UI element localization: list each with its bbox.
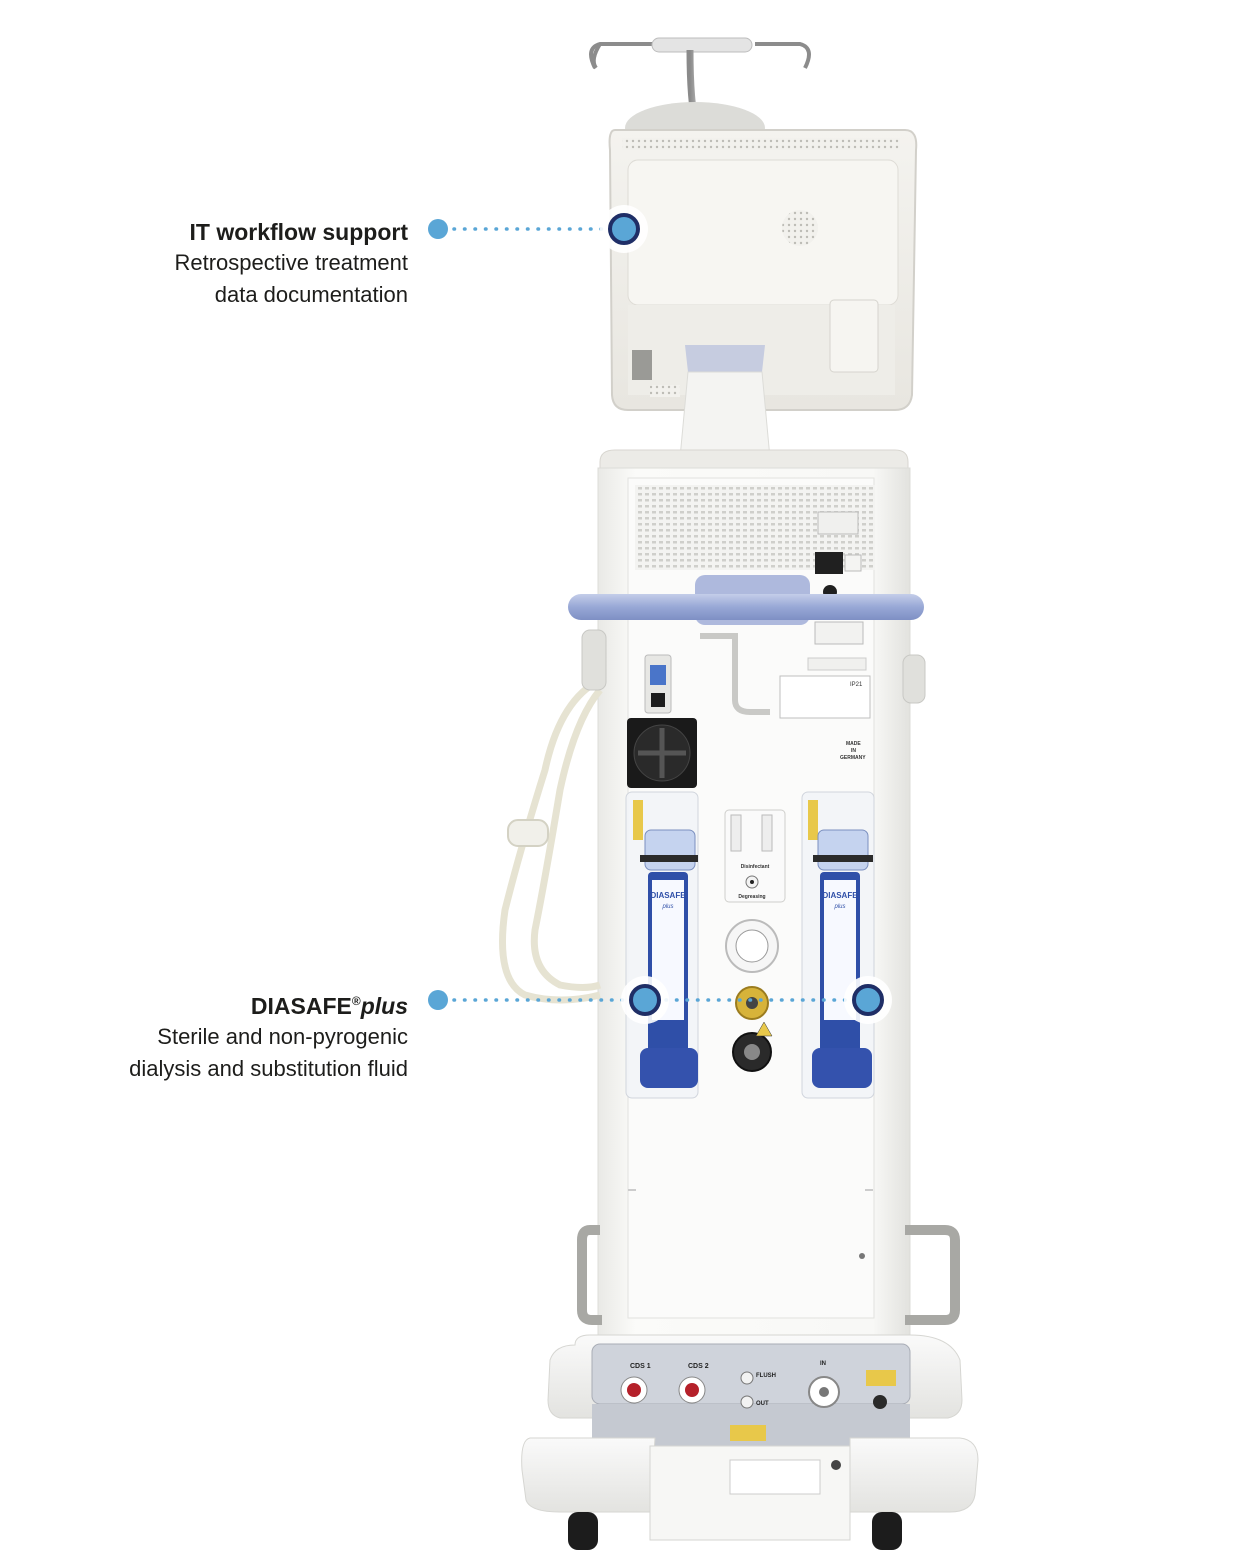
callout-line: data documentation — [214, 282, 408, 307]
left-side-holder — [581, 629, 607, 691]
tubing — [499, 676, 603, 1004]
flush-label: FLUSH — [756, 1373, 776, 1379]
marker-icon — [629, 984, 661, 1016]
svg-text:IN: IN — [851, 748, 856, 754]
registered-mark: ® — [351, 994, 361, 1008]
degreasing-label: Degreasing — [738, 894, 765, 900]
push-handle — [568, 575, 924, 625]
right-side-holder — [902, 654, 926, 704]
callout-line: dialysis and substitution fluid — [129, 1056, 408, 1081]
filter-brand-label: DIASAFE — [650, 891, 686, 900]
marker-icon — [852, 984, 884, 1016]
callout-line: Retrospective treatment — [174, 250, 408, 275]
svg-text:GERMANY: GERMANY — [840, 755, 866, 761]
svg-text:MADE: MADE — [846, 741, 861, 747]
in-label: IN — [820, 1361, 826, 1367]
callout-diasafe: DIASAFE®plus Sterile and non-pyrogenic d… — [0, 986, 408, 1085]
made-in-germany-label: MADE IN GERMANY — [840, 741, 866, 761]
accent-dot — [428, 219, 448, 239]
machine-base: CDS 1 CDS 2 FLUSH OUT IN — [521, 1334, 979, 1550]
accent-dot — [428, 990, 448, 1010]
callout-line: Sterile and non-pyrogenic — [157, 1024, 408, 1049]
cds1-label: CDS 1 — [630, 1363, 651, 1370]
out-label: OUT — [756, 1401, 769, 1407]
filter-brand-sub-label: plus — [833, 904, 845, 910]
filter-brand-sub-label: plus — [661, 904, 673, 910]
side-rails — [577, 1225, 960, 1325]
monitor — [608, 102, 918, 459]
diasafe-filter-left: DIASAFE plus — [625, 791, 699, 1099]
callout-title-brand: DIASAFE — [250, 993, 352, 1019]
callout-it-workflow: IT workflow support Retrospective treatm… — [0, 217, 408, 311]
cds2-label: CDS 2 — [688, 1363, 709, 1370]
callout-title: DIASAFE®plus — [0, 986, 408, 1021]
diasafe-filter-right: DIASAFE plus — [801, 791, 875, 1099]
marker-icon — [608, 213, 640, 245]
callout-connector-2 — [428, 976, 892, 1024]
filter-brand-label: DIASAFE — [822, 891, 858, 900]
disinfectant-label: Disinfectant — [741, 864, 770, 870]
callout-connector-1 — [428, 205, 648, 253]
callout-title-suffix: plus — [360, 993, 408, 1019]
callout-title: IT workflow support — [189, 219, 409, 245]
rating-label: IP21 — [850, 682, 863, 688]
